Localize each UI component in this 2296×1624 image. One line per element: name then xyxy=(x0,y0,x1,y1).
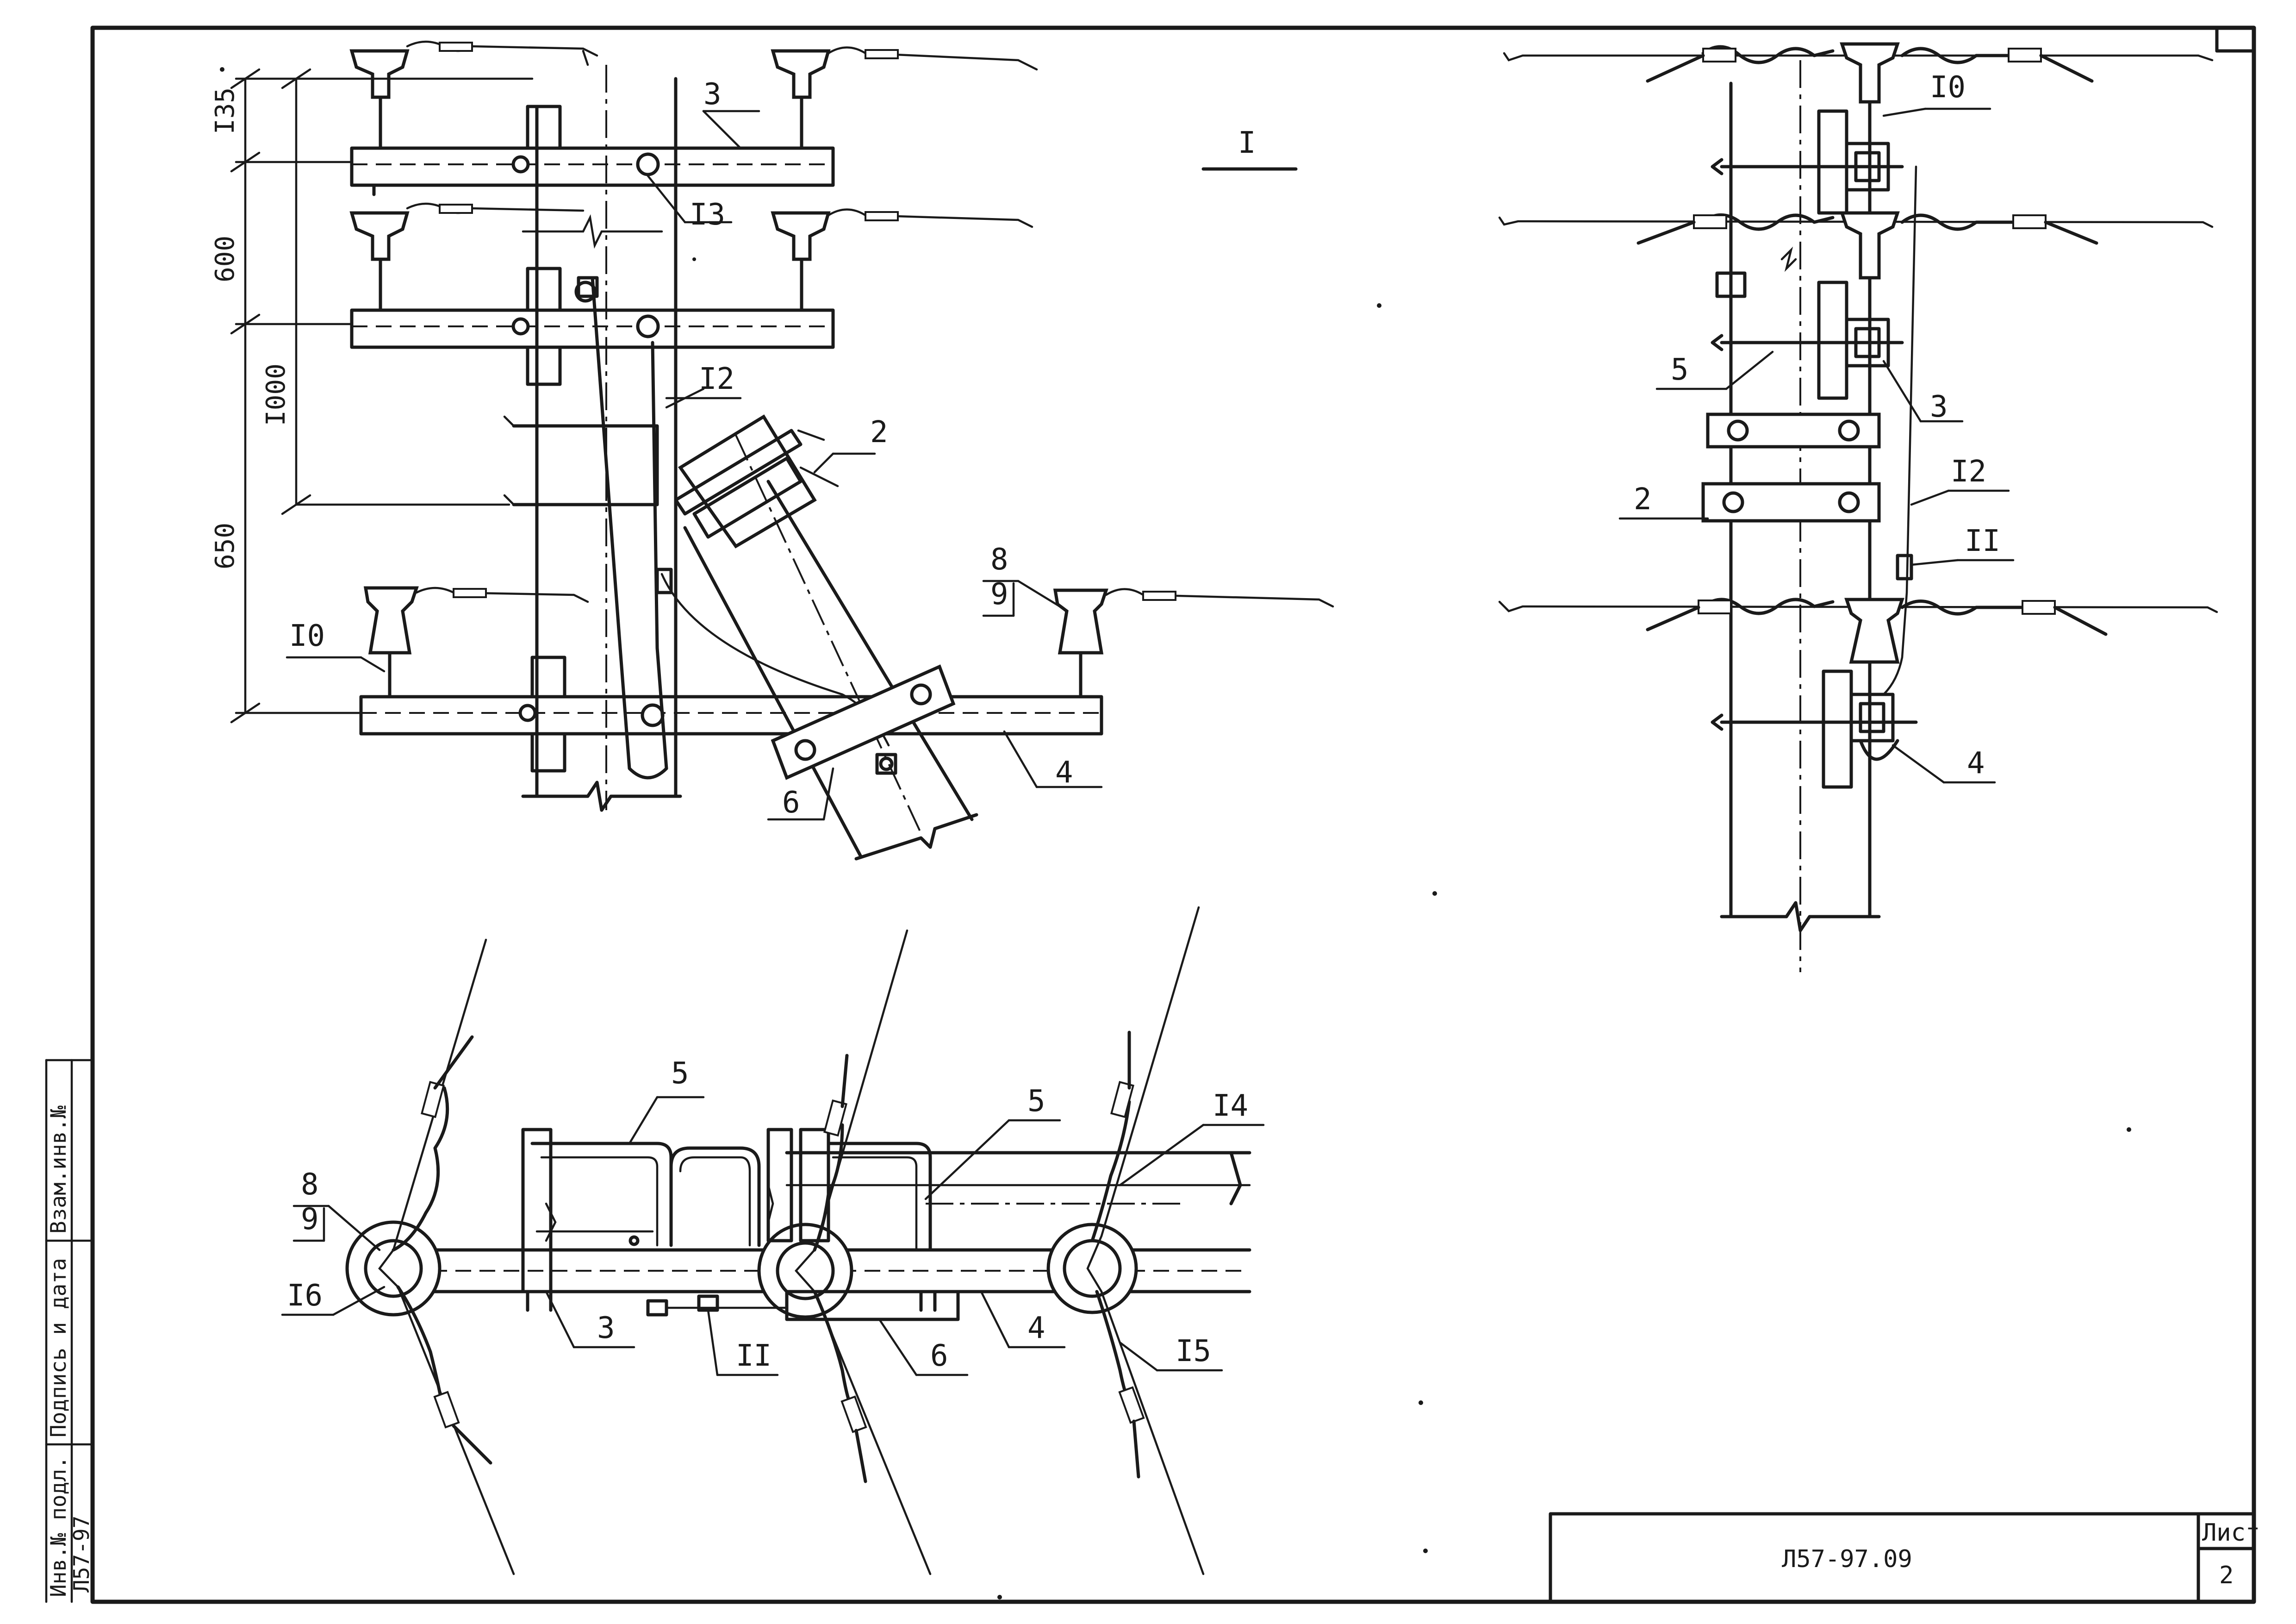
crossarm-middle xyxy=(350,308,835,349)
insulator-mid-right xyxy=(771,211,831,312)
crossarm-3 xyxy=(350,146,835,187)
scan-specks xyxy=(220,67,2131,1599)
crossarm-4 xyxy=(359,695,1103,736)
label-2: 2 xyxy=(870,415,888,450)
conductors xyxy=(406,40,1334,608)
plan-insulators xyxy=(345,1220,1138,1319)
label-p-15: I5 xyxy=(1176,1334,1211,1368)
right-brackets xyxy=(1711,109,1918,789)
side-stamp: Инв.№ подл. Подпись и дата Взам.инв.№ Л5… xyxy=(45,1059,94,1603)
left-elevation-view: I35 600 I000 650 3 I3 I2 2 8 9 I0 xyxy=(210,40,1334,861)
label-4: 4 xyxy=(1055,756,1073,790)
right-insulators xyxy=(1840,42,1904,664)
sheet-number: 2 xyxy=(2219,1562,2234,1589)
dimension-1000: I000 xyxy=(261,363,291,426)
drawing-frame xyxy=(90,25,2256,1604)
insulator-bottom-left xyxy=(363,586,419,699)
insulator-bottom-right xyxy=(1053,588,1108,699)
label-13: I3 xyxy=(690,198,725,232)
plan-wires xyxy=(378,906,1205,1575)
plate-6 xyxy=(771,664,956,780)
label-8: 8 xyxy=(990,543,1008,577)
label-p-14: I4 xyxy=(1213,1089,1248,1123)
label-p-5a: 5 xyxy=(671,1056,689,1091)
label-p-4: 4 xyxy=(1027,1311,1045,1345)
plan-plate-6 xyxy=(785,1290,960,1321)
right-side-view: I0 5 3 I2 2 II 4 xyxy=(1498,42,2218,972)
label-r-12: I2 xyxy=(1951,455,1986,489)
dimension-600: 600 xyxy=(210,236,240,282)
document-code: Л57-97.09 xyxy=(1782,1545,1912,1573)
right-plates xyxy=(1701,412,1881,523)
label-p-5b: 5 xyxy=(1027,1084,1045,1118)
label-p-9: 9 xyxy=(301,1202,319,1237)
label-r-11: II xyxy=(1965,524,2000,558)
ground-wire-12 xyxy=(591,276,668,780)
label-p-16: I6 xyxy=(287,1279,323,1313)
pole-break xyxy=(521,781,682,812)
labels-plan-view: 5 5 I4 8 9 I6 3 II 6 xyxy=(281,1056,1265,1376)
label-9: 9 xyxy=(990,577,1008,612)
label-p-6: 6 xyxy=(930,1339,948,1373)
view-title-text: I xyxy=(1238,126,1256,160)
label-r-10: I0 xyxy=(1930,70,1966,105)
stamp-document-code: Л57-97 xyxy=(69,1516,94,1593)
insulator-mid-left xyxy=(349,211,410,312)
label-p-3: 3 xyxy=(597,1311,615,1345)
label-r-2: 2 xyxy=(1634,482,1652,517)
view-title: I xyxy=(1201,126,1298,171)
label-p-11: II xyxy=(736,1339,772,1373)
insulator-top-right xyxy=(771,49,831,150)
stamp-field-signature: Подпись и дата xyxy=(46,1258,71,1437)
bolts xyxy=(511,152,665,727)
label-r-4: 4 xyxy=(1967,746,1985,781)
dimensions-left: I35 600 I000 650 xyxy=(210,68,534,724)
dimension-650: 650 xyxy=(210,523,240,569)
labels-right-view: I0 5 3 I2 2 II 4 xyxy=(1618,70,2015,784)
strut-2 xyxy=(674,414,978,861)
dimension-135: I35 xyxy=(210,87,240,134)
labels-left-view: 3 I3 I2 2 8 9 I0 6 4 xyxy=(286,77,1103,821)
label-12: I2 xyxy=(699,362,734,396)
label-3: 3 xyxy=(703,77,722,112)
title-block: Л57-97.09 Лист 2 xyxy=(1549,1512,2260,1604)
right-conductors xyxy=(1498,45,2218,636)
label-10: I0 xyxy=(289,619,325,653)
sheet-label: Лист xyxy=(2202,1519,2260,1547)
insulator-top-left xyxy=(349,49,410,196)
stamp-field-replacement-inv: Взам.инв.№ xyxy=(46,1106,71,1234)
plan-view: 5 5 I4 8 9 I6 3 II 6 xyxy=(281,906,1265,1575)
label-r-3: 3 xyxy=(1930,390,1948,424)
label-r-5: 5 xyxy=(1671,353,1689,387)
clamp-band xyxy=(512,424,659,506)
label-6: 6 xyxy=(782,786,800,820)
label-p-8: 8 xyxy=(301,1168,319,1202)
plan-bands xyxy=(521,1128,937,1312)
stamp-field-original-inv: Инв.№ подл. xyxy=(46,1456,71,1597)
